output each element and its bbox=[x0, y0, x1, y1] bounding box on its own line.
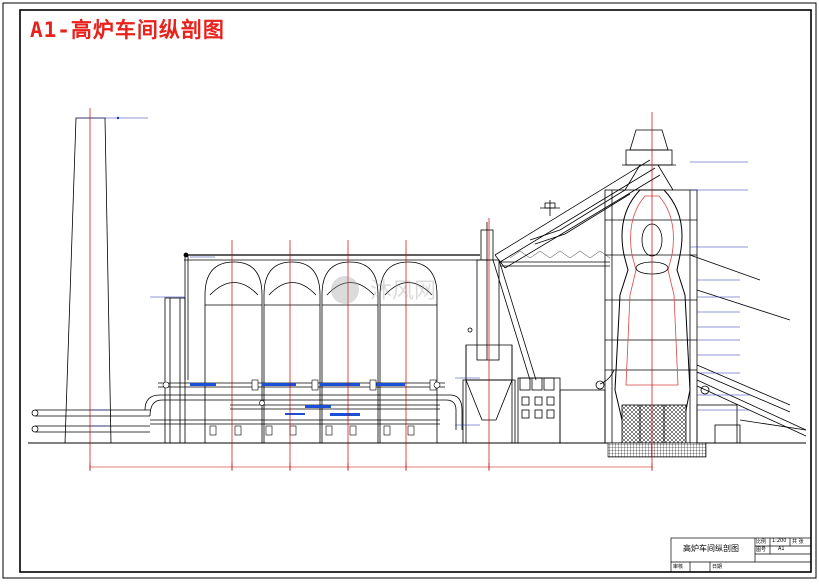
title-block-scale-label: 比例 bbox=[756, 539, 767, 545]
centerlines bbox=[89, 108, 653, 470]
title-block-drawing-name: 高炉车间纵剖图 bbox=[683, 544, 739, 553]
watermark-logo: 沐风网 bbox=[331, 276, 436, 304]
stove-1 bbox=[204, 261, 263, 443]
title-block-number-label: 图号 bbox=[756, 547, 767, 553]
inner-frame bbox=[19, 9, 812, 573]
title-block-number-value: A1 bbox=[778, 546, 785, 552]
auxiliary-building bbox=[517, 377, 606, 444]
downcomer bbox=[529, 189, 710, 395]
title-block-sheet-label: 共 张 bbox=[792, 539, 804, 545]
pipe-tags bbox=[190, 383, 405, 416]
title-block-checker-label: 日期 bbox=[712, 564, 723, 570]
stove-4 bbox=[379, 261, 438, 443]
chimney bbox=[64, 116, 148, 444]
valves bbox=[162, 379, 441, 436]
cast-house bbox=[689, 254, 807, 444]
elevation-markers bbox=[88, 161, 750, 427]
title-block-designer-label: 审核 bbox=[673, 564, 684, 570]
pipelines bbox=[31, 382, 463, 433]
blast-furnace bbox=[604, 129, 698, 444]
title-block-scale-value: 1:200 bbox=[772, 538, 787, 544]
stove-2 bbox=[263, 261, 321, 443]
furnace-foundation bbox=[607, 442, 707, 458]
skip-bridge bbox=[494, 159, 661, 269]
dimension-line bbox=[89, 463, 653, 471]
drawing-title: A1-高炉车间纵剖图 bbox=[30, 18, 225, 42]
hot-stoves bbox=[164, 252, 480, 444]
stove-3 bbox=[321, 261, 379, 443]
watermark-text: 沐风网 bbox=[370, 279, 436, 304]
title-block bbox=[670, 537, 812, 573]
